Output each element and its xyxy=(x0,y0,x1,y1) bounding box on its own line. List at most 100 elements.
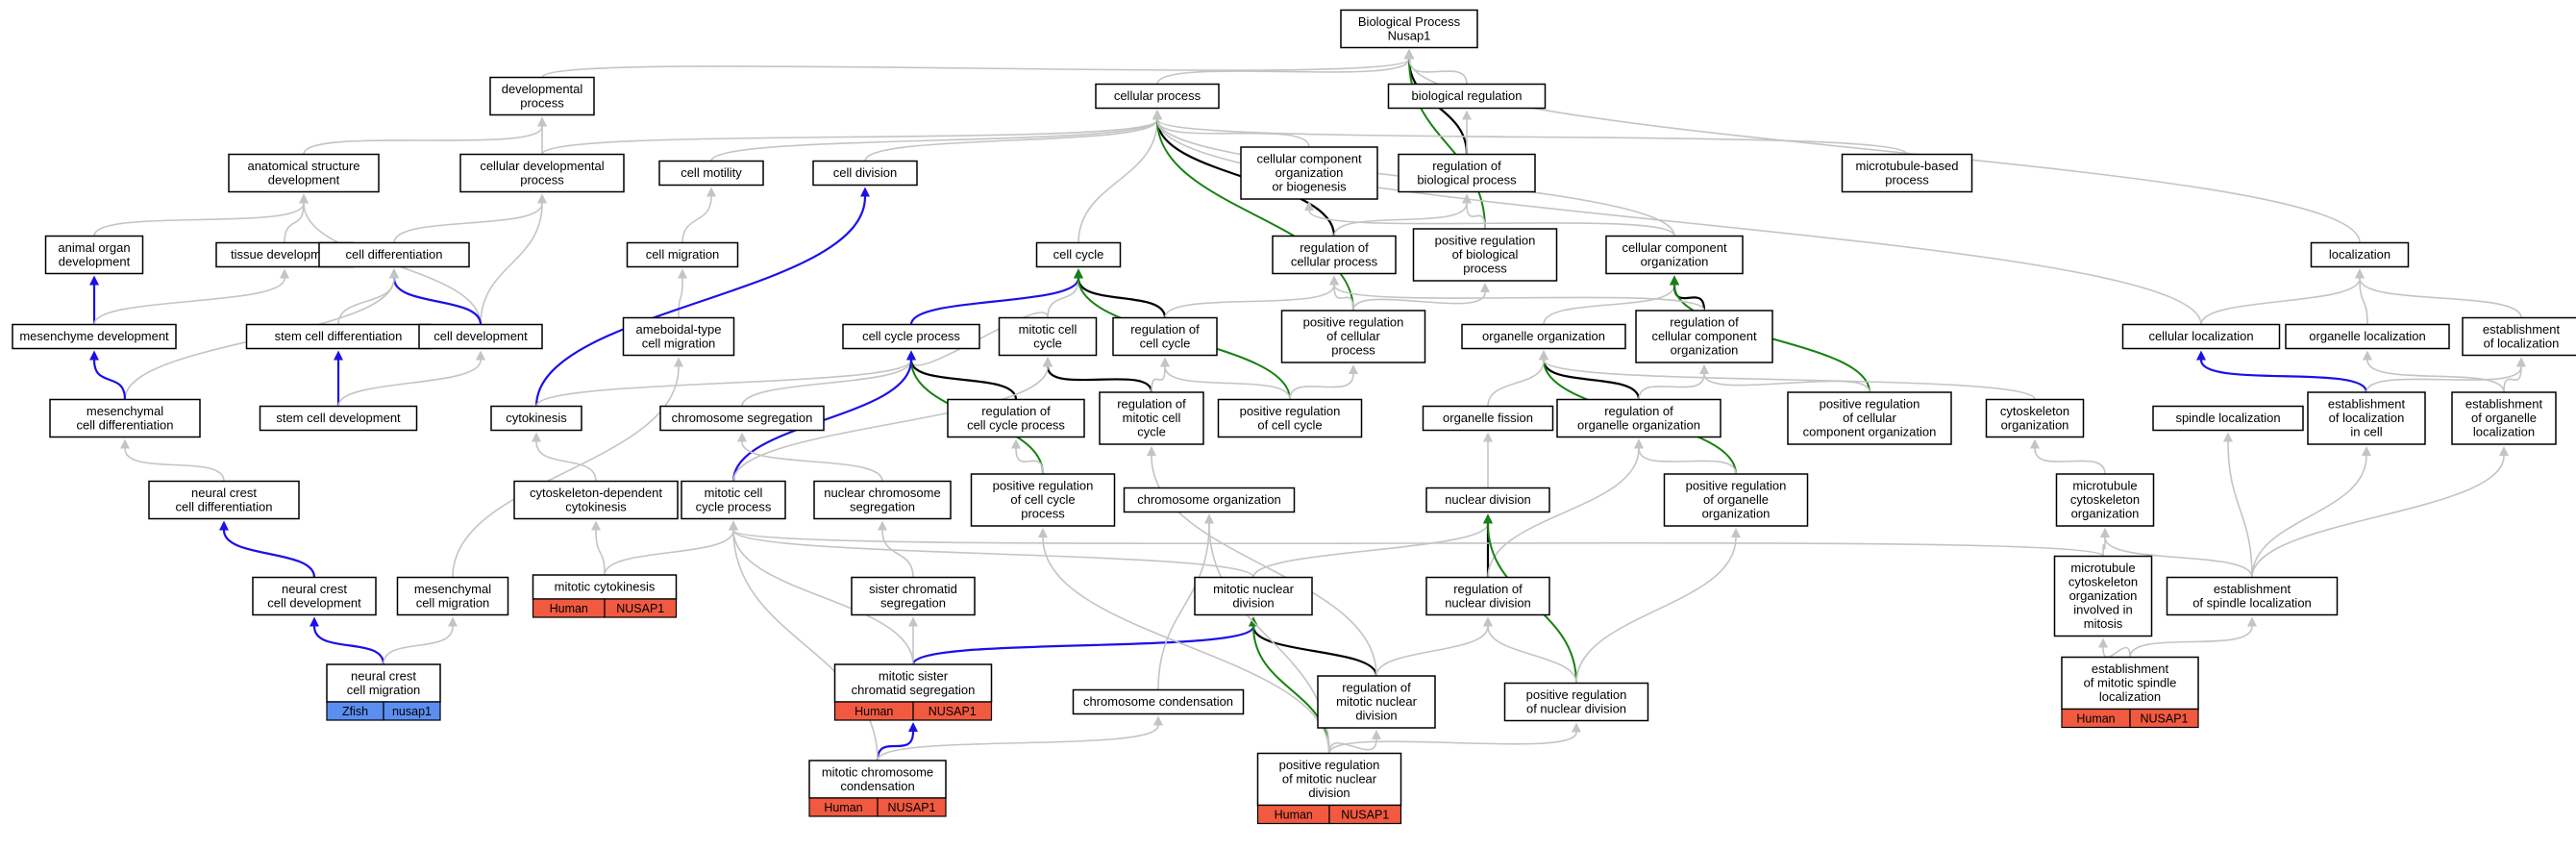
edge-line xyxy=(1156,59,1410,85)
go-term-node-chrorg[interactable]: chromosome organization xyxy=(1123,487,1296,513)
go-term-node-orgfis[interactable]: organelle fission xyxy=(1422,405,1554,432)
edge-line xyxy=(1252,523,1489,578)
node-label-line: microtubule xyxy=(2070,561,2135,575)
edge-sischrseg-to-nucchrseg xyxy=(878,520,914,578)
node-label-line: of localization xyxy=(2329,411,2405,425)
go-term-node-cytok[interactable]: cytokinesis xyxy=(490,405,582,432)
edge-line xyxy=(732,530,1254,578)
go-term-node-bioreg[interactable]: biological regulation xyxy=(1387,83,1547,110)
go-term-node-mtcytomit[interactable]: microtubulecytoskeletonorganizationinvol… xyxy=(2053,555,2153,637)
node-box xyxy=(1123,487,1296,513)
go-term-node-celldev[interactable]: cell development xyxy=(418,323,543,350)
go-term-node-ccproc[interactable]: cell cycle process xyxy=(842,323,980,350)
gene-cell xyxy=(2129,708,2199,729)
edge-celldevproc-to-cellproc xyxy=(541,110,1162,156)
node-label-line: organization xyxy=(1671,342,1739,357)
node-label-line: cell migration xyxy=(416,595,490,610)
go-term-node-cellmot[interactable]: cell motility xyxy=(658,160,764,187)
edge-estmitspindle-to-mtcytomit xyxy=(2098,637,2131,659)
node-label-line: regulation of xyxy=(1117,396,1186,411)
edge-arrowhead xyxy=(2100,528,2110,537)
go-term-node-orgloc[interactable]: organelle localization xyxy=(2285,323,2450,350)
go-term-node-cellmig[interactable]: cell migration xyxy=(626,241,739,268)
go-term-node-cellcycle[interactable]: cell cycle xyxy=(1035,241,1122,268)
go-term-node-celloc[interactable]: cellular localization xyxy=(2121,323,2281,350)
go-term-node-orgorg[interactable]: organelle organization xyxy=(1461,323,1626,350)
node-label-line: division xyxy=(1308,786,1350,800)
go-term-node-stemdiff[interactable]: stem cell differentiation xyxy=(245,323,432,350)
go-term-node-localiz[interactable]: localization xyxy=(2310,241,2410,268)
go-term-node-chrcond[interactable]: chromosome condensation xyxy=(1072,688,1245,715)
go-term-node-mesdev[interactable]: mesenchyme development xyxy=(12,323,177,350)
node-label-line: cytoskeleton xyxy=(2068,574,2138,588)
go-term-node-stemdev[interactable]: stem cell development xyxy=(259,405,418,432)
go-term-node-chrseg[interactable]: chromosome segregation xyxy=(659,405,825,432)
go-term-node-spindloc[interactable]: spindle localization xyxy=(2152,405,2304,432)
go-term-node-nucdiv[interactable]: nuclear division xyxy=(1425,487,1550,513)
node-label-line: chromosome organization xyxy=(1137,492,1281,507)
node-label-line: biological regulation xyxy=(1412,88,1523,103)
go-term-node-celldiv[interactable]: cell division xyxy=(812,160,918,187)
node-label-line: mitosis xyxy=(2084,616,2123,631)
edge-line xyxy=(393,203,543,243)
go-term-node-celldiff[interactable]: cell differentiation xyxy=(318,241,470,268)
edge-arrowhead xyxy=(537,116,547,127)
edge-arrowhead xyxy=(219,520,229,531)
go-term-node-cellproc[interactable]: cellular process xyxy=(1095,83,1220,110)
